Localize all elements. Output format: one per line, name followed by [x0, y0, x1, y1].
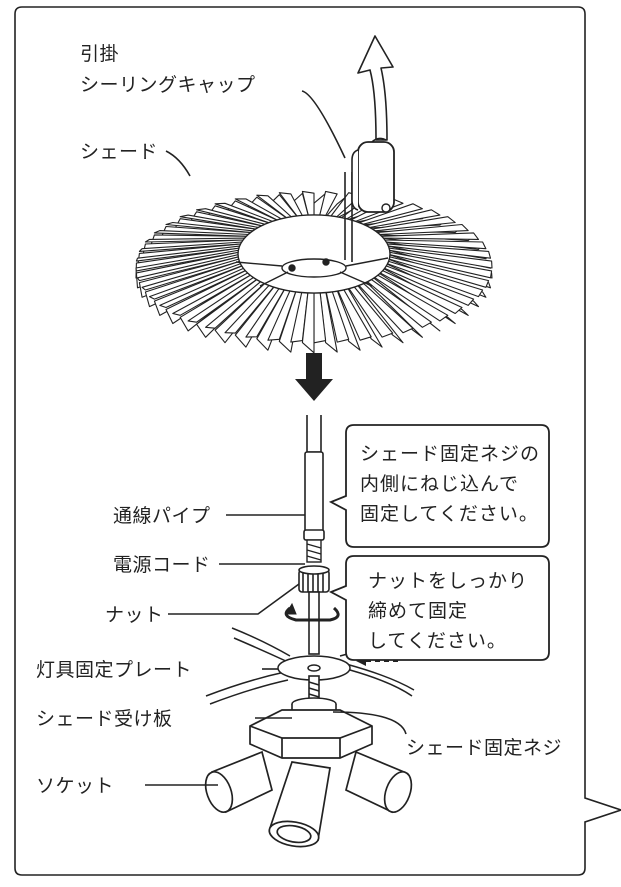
wiring-pipe: [303, 415, 325, 541]
callout-nut-line-1: ナットをしっかり: [368, 570, 529, 592]
label-shade-receiving-plate: シェード受け板: [36, 708, 173, 730]
label-power-cord: 電源コード: [113, 554, 211, 576]
down-arrow: [295, 353, 333, 401]
callout-top-line-1: シェード固定ネジの: [360, 443, 541, 465]
pleated-shade: [135, 190, 493, 354]
callout-top-text: シェード固定ネジの 内側にねじ込んで 固定してください。: [360, 439, 540, 529]
power-cord-section: [306, 539, 322, 563]
rotate-arrow-icon: [284, 602, 340, 622]
rod: [308, 591, 320, 655]
shade-inner-opening: [237, 214, 391, 294]
label-shade-fixing-screw: シェード固定ネジ: [406, 737, 563, 759]
callout-nut-line-2: 締めて固定: [368, 600, 469, 622]
label-ceiling-cap: シーリングキャップ: [80, 74, 256, 96]
leader-lines: [145, 90, 407, 786]
callout-top-box: [328, 424, 550, 548]
label-shade: シェード: [80, 141, 159, 163]
label-socket: ソケット: [36, 775, 115, 797]
callout-nut-text: ナットをしっかり 締めて固定 してください。: [368, 566, 528, 656]
label-hook: 引掛: [80, 43, 120, 65]
label-nut: ナット: [105, 604, 164, 626]
label-wiring-pipe: 通線パイプ: [113, 505, 211, 527]
shade-inner-frame: [235, 257, 389, 287]
callout-nut-box: [328, 555, 550, 661]
nut-part: [298, 565, 330, 593]
callout-top-line-3: 固定してください。: [360, 503, 539, 525]
callout-top-line-2: 内側にねじ込んで: [360, 473, 520, 495]
callout-nut-line-3: してください。: [368, 630, 507, 652]
socket-part: [204, 709, 413, 848]
label-fixture-plate: 灯具固定プレート: [36, 659, 193, 681]
lift-up-arrow: [357, 35, 394, 141]
ceiling-cap: [344, 137, 395, 262]
